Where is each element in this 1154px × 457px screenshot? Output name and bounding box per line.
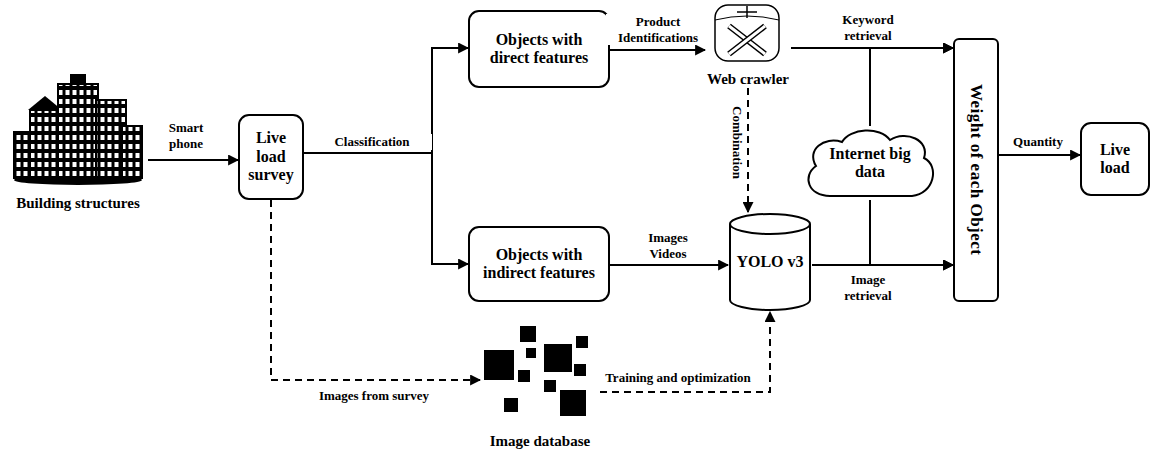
node-label: YOLO v3 — [736, 253, 803, 271]
flow-arrow — [304, 153, 468, 264]
vertical-box: Weight of each Object — [953, 38, 999, 302]
process-box: Objects with indirect features — [468, 226, 610, 302]
database-node: Image database — [480, 322, 600, 450]
edge-label: Classification — [312, 134, 432, 150]
node-label: Objects with indirect features — [476, 246, 602, 283]
flow-arrow — [304, 48, 468, 153]
cylinder-node: YOLO v3 — [728, 212, 812, 312]
edge-label: Smart phone — [160, 120, 212, 151]
web-crawler-node: Web crawler — [705, 2, 791, 88]
cloud-node: Internet big data — [800, 126, 940, 200]
flow-arrow — [148, 159, 238, 161]
router-icon — [705, 2, 791, 64]
building-node: Building structures — [8, 70, 148, 212]
node-label: Live load — [1088, 141, 1142, 178]
node-label: Weight of each Object — [966, 84, 986, 256]
process-box: Objects with direct features — [468, 10, 610, 88]
edge-label: Quantity — [1003, 134, 1073, 150]
flow-arrow — [610, 49, 705, 51]
edge-label: Training and optimization — [588, 370, 768, 386]
edge-label: Keyword retrieval — [828, 12, 908, 43]
edge-label: Image retrieval — [828, 272, 908, 303]
node-label: Live load survey — [246, 129, 296, 184]
node-label: Image database — [490, 433, 590, 450]
node-label: Web crawler — [707, 71, 789, 88]
edge-label: Product Identifications — [606, 14, 710, 45]
edge-label: Combination — [729, 104, 745, 181]
flow-arrow — [870, 200, 953, 265]
edge-label: Images Videos — [636, 230, 700, 261]
image-database-icon — [480, 322, 600, 426]
node-label: Internet big data — [800, 145, 940, 182]
node-label: Objects with direct features — [476, 31, 602, 68]
process-box: Live load survey — [238, 114, 304, 200]
flow-arrow — [610, 264, 728, 266]
edge-label: Images from survey — [289, 388, 459, 404]
node-label: Building structures — [16, 195, 140, 212]
dashed-arrow — [271, 200, 480, 380]
building-icon — [8, 70, 148, 186]
process-box: Live load — [1080, 122, 1150, 196]
flow-arrow — [999, 154, 1080, 156]
dashed-arrow — [747, 88, 749, 212]
flow-arrow — [870, 48, 953, 126]
